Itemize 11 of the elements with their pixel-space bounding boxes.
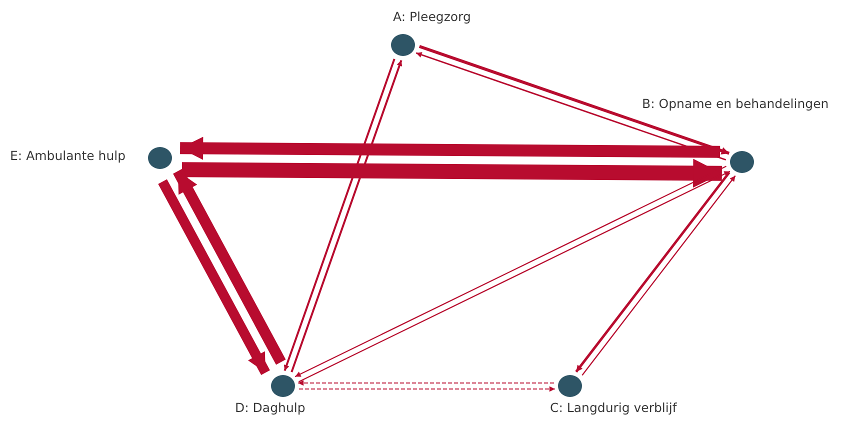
node-label: D: Daghulp (235, 400, 306, 415)
arrow (298, 380, 554, 386)
arrow (158, 179, 270, 376)
arrow (182, 158, 722, 188)
arrow (173, 168, 286, 365)
node-label: E: Ambulante hulp (10, 148, 126, 163)
node-label: A: Pleegzorg (393, 9, 471, 24)
arrow (298, 386, 556, 392)
node-label: B: Opname en behandelingen (642, 96, 829, 111)
node-label: C: Langdurig verblijf (550, 400, 677, 415)
arrow (180, 136, 720, 160)
